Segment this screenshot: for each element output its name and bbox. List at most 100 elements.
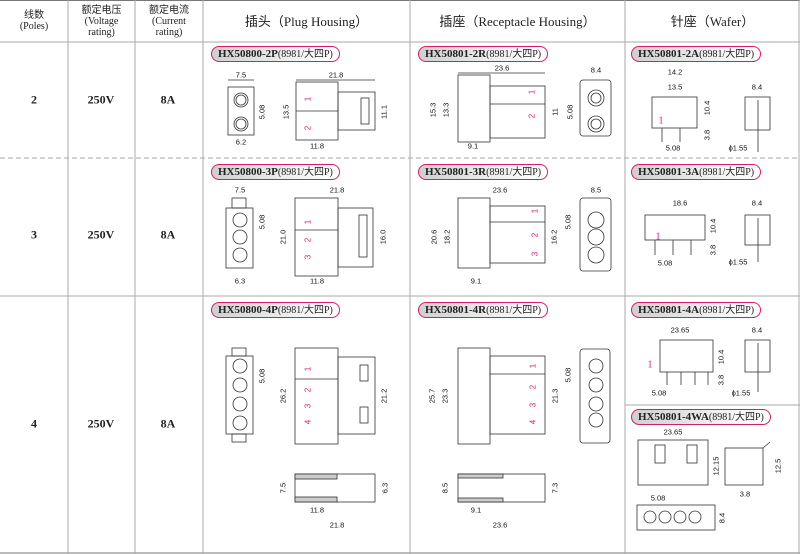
dimension-label: ϕ1.55 — [731, 388, 751, 398]
dimension-label: 23.3 — [440, 388, 450, 404]
dimension-label: 23.6 — [494, 63, 510, 73]
receptacle-4r-drawing — [457, 347, 611, 503]
dimension-label: 21.8 — [328, 70, 344, 80]
dimension-label: 23.6 — [492, 520, 508, 530]
dimension-label: 9.1 — [470, 505, 482, 515]
dimension-label: 7.5 — [234, 185, 246, 195]
dimension-label: 7.5 — [278, 482, 288, 494]
pin-number: 1 — [655, 231, 661, 243]
model-label: HX50801-4A(8981/大四P) — [631, 302, 762, 318]
model-number: HX50801-2A — [638, 48, 700, 60]
dimension-label: 11.1 — [379, 104, 389, 120]
model-spec: (8981/大四P) — [708, 412, 764, 423]
pin-number: 1 — [658, 115, 664, 127]
pin-number: 4 — [303, 419, 313, 425]
dimension-label: 11.8 — [309, 505, 325, 515]
receptacle-3r-drawing — [457, 197, 612, 272]
dimension-label: 5.08 — [657, 258, 673, 268]
dimension-label: 18.6 — [672, 198, 688, 208]
voltage-value: 250V — [87, 227, 115, 242]
plug-2p-drawing — [227, 79, 376, 141]
dimension-label: 8.5 — [590, 185, 602, 195]
dimension-label: 16.0 — [378, 229, 388, 245]
dimension-label: 12.5 — [773, 458, 783, 474]
dimension-label: 21.0 — [278, 229, 288, 245]
dimension-label: 5.08 — [565, 104, 575, 120]
pin-number: 2 — [303, 237, 313, 243]
pin-number: 3 — [528, 402, 538, 408]
model-number: HX50801-2R — [425, 48, 487, 60]
dimension-label: 26.2 — [278, 388, 288, 404]
dimension-label: 8.4 — [751, 198, 763, 208]
pin-number: 2 — [528, 384, 538, 390]
dimension-label: 9.1 — [470, 276, 482, 286]
dimension-label: 3.8 — [702, 129, 712, 141]
current-value: 8A — [160, 227, 176, 242]
dimension-label: 6.3 — [234, 276, 246, 286]
model-spec: (8981/大四P) — [277, 49, 333, 60]
dimension-label: 21.3 — [550, 388, 560, 404]
dimension-label: 15.3 — [428, 102, 438, 118]
dimension-label: 16.2 — [549, 229, 559, 245]
poles-value: 3 — [31, 227, 37, 242]
header-poles-en: (Poles) — [19, 21, 49, 32]
dimension-label: 8.4 — [751, 82, 763, 92]
dimension-label: 13.5 — [281, 104, 291, 120]
model-number: HX50801-3A — [638, 166, 700, 178]
dimension-label: 8.4 — [751, 325, 763, 335]
model-number: HX50800-2P — [218, 48, 278, 60]
pin-number: 2 — [303, 387, 313, 393]
model-label: HX50800-2P(8981/大四P) — [211, 46, 340, 62]
model-label: HX50801-3R(8981/大四P) — [418, 164, 549, 180]
model-label: HX50801-2A(8981/大四P) — [631, 46, 762, 62]
dimension-label: 7.5 — [235, 70, 247, 80]
pin-number: 1 — [303, 219, 313, 225]
dimension-label: 9.1 — [467, 141, 479, 151]
header-current-cn: 额定电流 — [149, 4, 189, 16]
dimension-label: 5.08 — [563, 367, 573, 383]
voltage-value: 250V — [87, 92, 115, 107]
header-current-en2: rating) — [155, 26, 183, 38]
model-number: HX50801-3R — [425, 166, 487, 178]
dimension-label: 5.08 — [650, 493, 666, 503]
pin-number: 2 — [303, 125, 313, 131]
dimension-label: 23.65 — [670, 325, 690, 335]
dimension-label: 7.3 — [550, 482, 560, 494]
model-spec: (8981/大四P) — [277, 167, 333, 178]
model-number: HX50801-4WA — [638, 411, 709, 423]
pin-number: 1 — [528, 363, 538, 369]
dimension-label: 13.5 — [667, 82, 683, 92]
dimension-label: 10.4 — [708, 218, 718, 234]
dimension-label: 6.3 — [380, 482, 390, 494]
voltage-value: 250V — [87, 416, 115, 431]
header-receptacle-housing: 插座（Receptacle Housing） — [439, 13, 596, 29]
current-value: 8A — [160, 92, 176, 107]
model-number: HX50800-4P — [218, 304, 278, 316]
model-spec: (8981/大四P) — [699, 49, 755, 60]
model-label: HX50801-4R(8981/大四P) — [418, 302, 549, 318]
header-poles: 线数(Poles) — [0, 0, 68, 42]
dimension-label: ϕ1.55 — [728, 257, 748, 267]
dimension-label: 23.6 — [492, 185, 508, 195]
pin-number: 1 — [647, 359, 653, 371]
dimension-label: 10.4 — [716, 349, 726, 365]
dimension-label: 11 — [550, 108, 560, 116]
dimension-label: 6.2 — [235, 137, 247, 147]
wafer-3a-drawing — [644, 214, 771, 262]
model-label: HX50801-3A(8981/大四P) — [631, 164, 762, 180]
dimension-label: 5.08 — [257, 368, 267, 384]
pin-number: 3 — [530, 251, 540, 257]
model-spec: (8981/大四P) — [277, 305, 333, 316]
model-label: HX50801-2R(8981/大四P) — [418, 46, 549, 62]
model-label: HX50801-4WA(8981/大四P) — [631, 409, 771, 425]
model-spec: (8981/大四P) — [486, 49, 542, 60]
header-plug-housing: 插头（Plug Housing） — [244, 13, 369, 29]
dimension-label: 8.4 — [590, 65, 602, 75]
model-number: HX50801-4R — [425, 304, 487, 316]
model-number: HX50801-4A — [638, 304, 700, 316]
dimension-label: 21.8 — [329, 185, 345, 195]
pin-number: 1 — [530, 208, 540, 214]
